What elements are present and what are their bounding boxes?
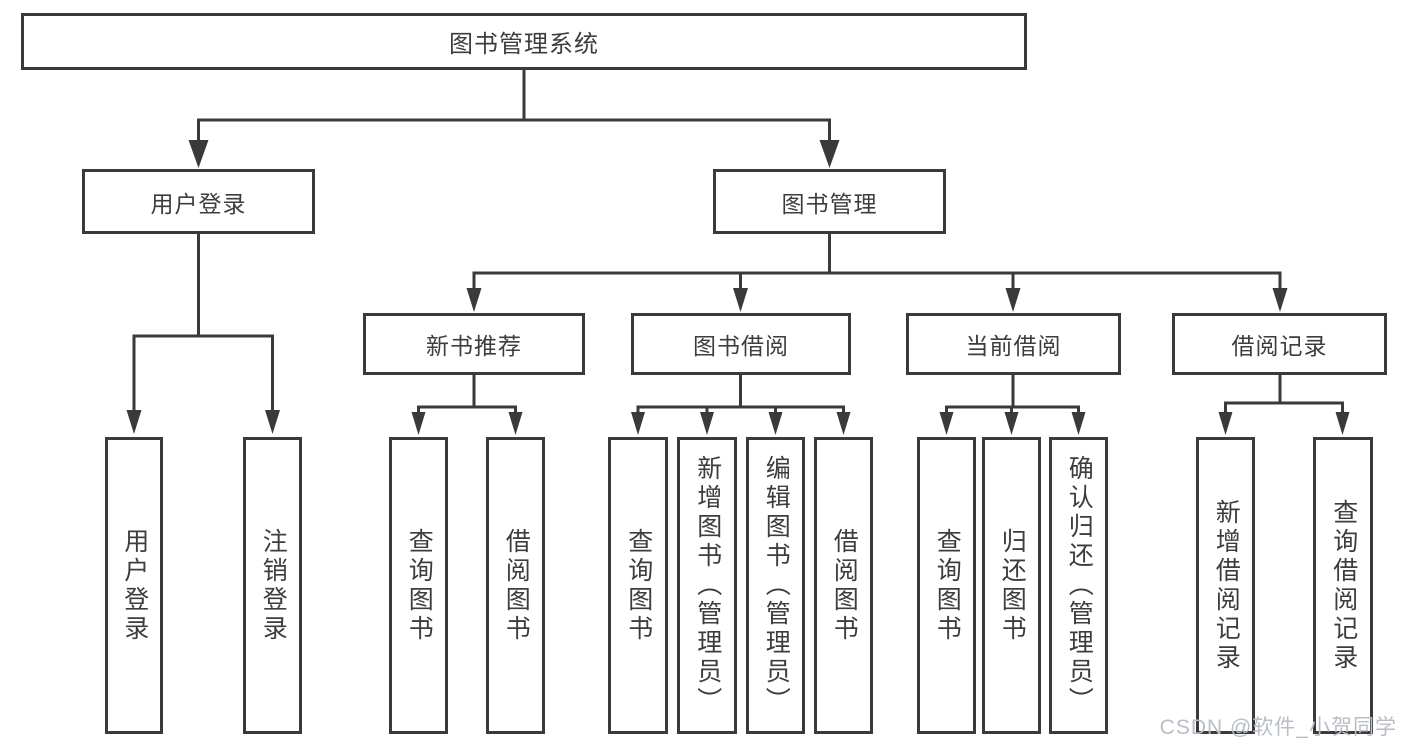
leaf-query-borrow-record: 查询借阅记录 [1313, 437, 1373, 734]
leaf-logout-login-label: 注销登录 [259, 527, 288, 644]
node-current-borrow-label: 当前借阅 [965, 333, 1062, 359]
node-current-borrow: 当前借阅 [906, 313, 1121, 375]
leaf-query-books-recommend-label: 查询图书 [405, 527, 434, 644]
leaf-edit-books-admin-label: 编辑图书（管理员） [762, 455, 791, 716]
node-new-book-recommend-label: 新书推荐 [426, 333, 522, 359]
node-book-borrow: 图书借阅 [631, 313, 851, 375]
csdn-watermark: CSDN @软件_小贺同学 [1159, 716, 1397, 739]
node-root-label: 图书管理系统 [449, 31, 599, 58]
node-user-login: 用户登录 [82, 169, 315, 234]
node-book-management-label: 图书管理 [781, 190, 878, 217]
leaf-query-borrow-record-label: 查询借阅记录 [1329, 498, 1358, 673]
leaf-add-books-admin: 新增图书（管理员） [677, 437, 737, 734]
leaf-add-borrow-record-label: 新增借阅记录 [1212, 498, 1241, 673]
leaf-add-borrow-record: 新增借阅记录 [1196, 437, 1255, 734]
leaf-return-books: 归还图书 [982, 437, 1041, 734]
leaf-confirm-return-admin: 确认归还（管理员） [1049, 437, 1108, 734]
leaf-query-books-recommend: 查询图书 [389, 437, 448, 734]
leaf-add-books-admin-label: 新增图书（管理员） [693, 455, 722, 716]
leaf-borrow-books-label: 借阅图书 [830, 527, 859, 644]
leaf-user-login-label: 用户登录 [120, 527, 149, 644]
leaf-borrow-books-recommend: 借阅图书 [486, 437, 545, 734]
leaf-logout-login: 注销登录 [243, 437, 302, 734]
leaf-borrow-books-recommend-label: 借阅图书 [502, 527, 531, 644]
leaf-query-books-borrow-label: 查询图书 [624, 527, 653, 644]
node-new-book-recommend: 新书推荐 [363, 313, 585, 375]
leaf-query-books-borrow: 查询图书 [608, 437, 668, 734]
leaf-edit-books-admin: 编辑图书（管理员） [746, 437, 805, 734]
leaf-borrow-books: 借阅图书 [814, 437, 873, 734]
node-root-library-system: 图书管理系统 [21, 13, 1027, 70]
leaf-query-books-current: 查询图书 [917, 437, 976, 734]
leaf-return-books-label: 归还图书 [998, 527, 1027, 644]
leaf-query-books-current-label: 查询图书 [933, 527, 962, 644]
node-borrow-records-label: 借阅记录 [1231, 333, 1328, 359]
leaf-confirm-return-admin-label: 确认归还（管理员） [1065, 455, 1094, 716]
node-book-borrow-label: 图书借阅 [693, 333, 789, 359]
leaf-user-login: 用户登录 [105, 437, 163, 734]
node-user-login-label: 用户登录 [150, 190, 247, 217]
node-borrow-records: 借阅记录 [1172, 313, 1387, 375]
node-book-management: 图书管理 [713, 169, 946, 234]
